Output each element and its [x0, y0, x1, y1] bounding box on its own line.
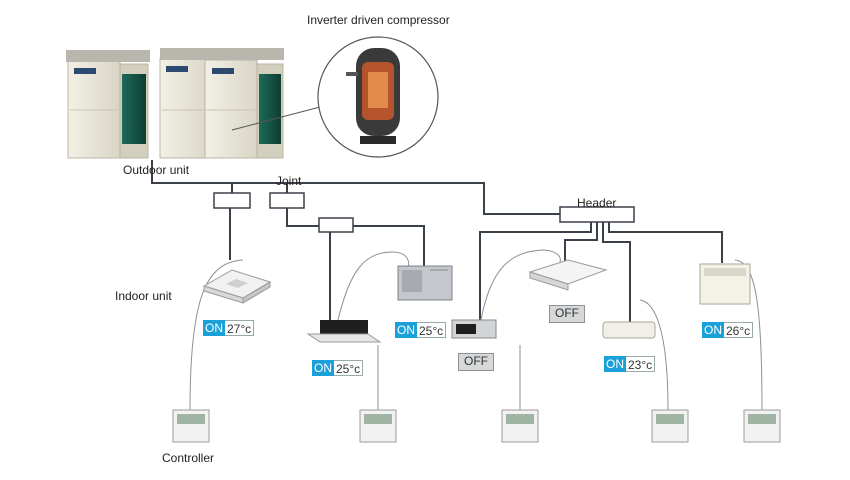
indoor-unit-concealed-duct: [397, 265, 453, 301]
indoor-unit-ceiling-suspended: [528, 259, 608, 291]
status-badge-unit-4: OFF: [458, 353, 494, 371]
status-on: ON: [702, 322, 724, 338]
status-temp: 23°c: [626, 356, 656, 372]
outdoor-unit-single: [66, 50, 150, 159]
refrigerant-piping: [151, 160, 723, 322]
status-temp: 25°c: [417, 322, 447, 338]
outdoor-unit-double: [159, 48, 284, 159]
indoor-unit-ducted-cassette: [306, 320, 382, 343]
controller-label: Controller: [162, 451, 215, 465]
controller-1: [172, 409, 210, 443]
status-on: ON: [604, 356, 626, 372]
status-badge-unit-5: OFF: [549, 305, 585, 323]
status-temp: 25°c: [334, 360, 364, 376]
status-badge-unit-7: ON 26°c: [702, 322, 754, 338]
control-wiring: [189, 249, 763, 411]
controller-3: [501, 409, 539, 443]
compressor-cutaway: [346, 48, 400, 144]
status-on: ON: [312, 360, 334, 376]
status-badge-unit-6: ON 23°c: [604, 356, 656, 372]
indoor-unit-label: Indoor unit: [115, 289, 172, 303]
status-on: ON: [203, 320, 225, 336]
outdoor-unit-label: Outdoor unit: [123, 163, 190, 177]
indoor-unit-ceiling-cassette: [202, 269, 272, 304]
status-badge-unit-3: ON 25°c: [395, 322, 447, 338]
status-badge-unit-2: ON 25°c: [312, 360, 364, 376]
compressor-label: Inverter driven compressor: [307, 13, 450, 27]
indoor-unit-wall-mounted: [602, 321, 656, 339]
status-temp: 26°c: [724, 322, 754, 338]
joint-label: Joint: [276, 174, 302, 188]
status-on: ON: [395, 322, 417, 338]
controller-4: [651, 409, 689, 443]
header-fitting: [559, 206, 635, 223]
joint-fitting-3: [318, 217, 354, 233]
header-label: Header: [577, 196, 617, 210]
controller-5: [743, 409, 781, 443]
indoor-unit-floor-standing: [699, 263, 751, 305]
joint-fitting-1: [213, 192, 251, 209]
status-temp: 27°c: [225, 320, 255, 336]
indoor-unit-slim-duct: [451, 319, 497, 339]
joint-fitting-2: [269, 192, 305, 209]
status-badge-unit-1: ON 27°c: [203, 320, 255, 336]
controller-2: [359, 409, 397, 443]
